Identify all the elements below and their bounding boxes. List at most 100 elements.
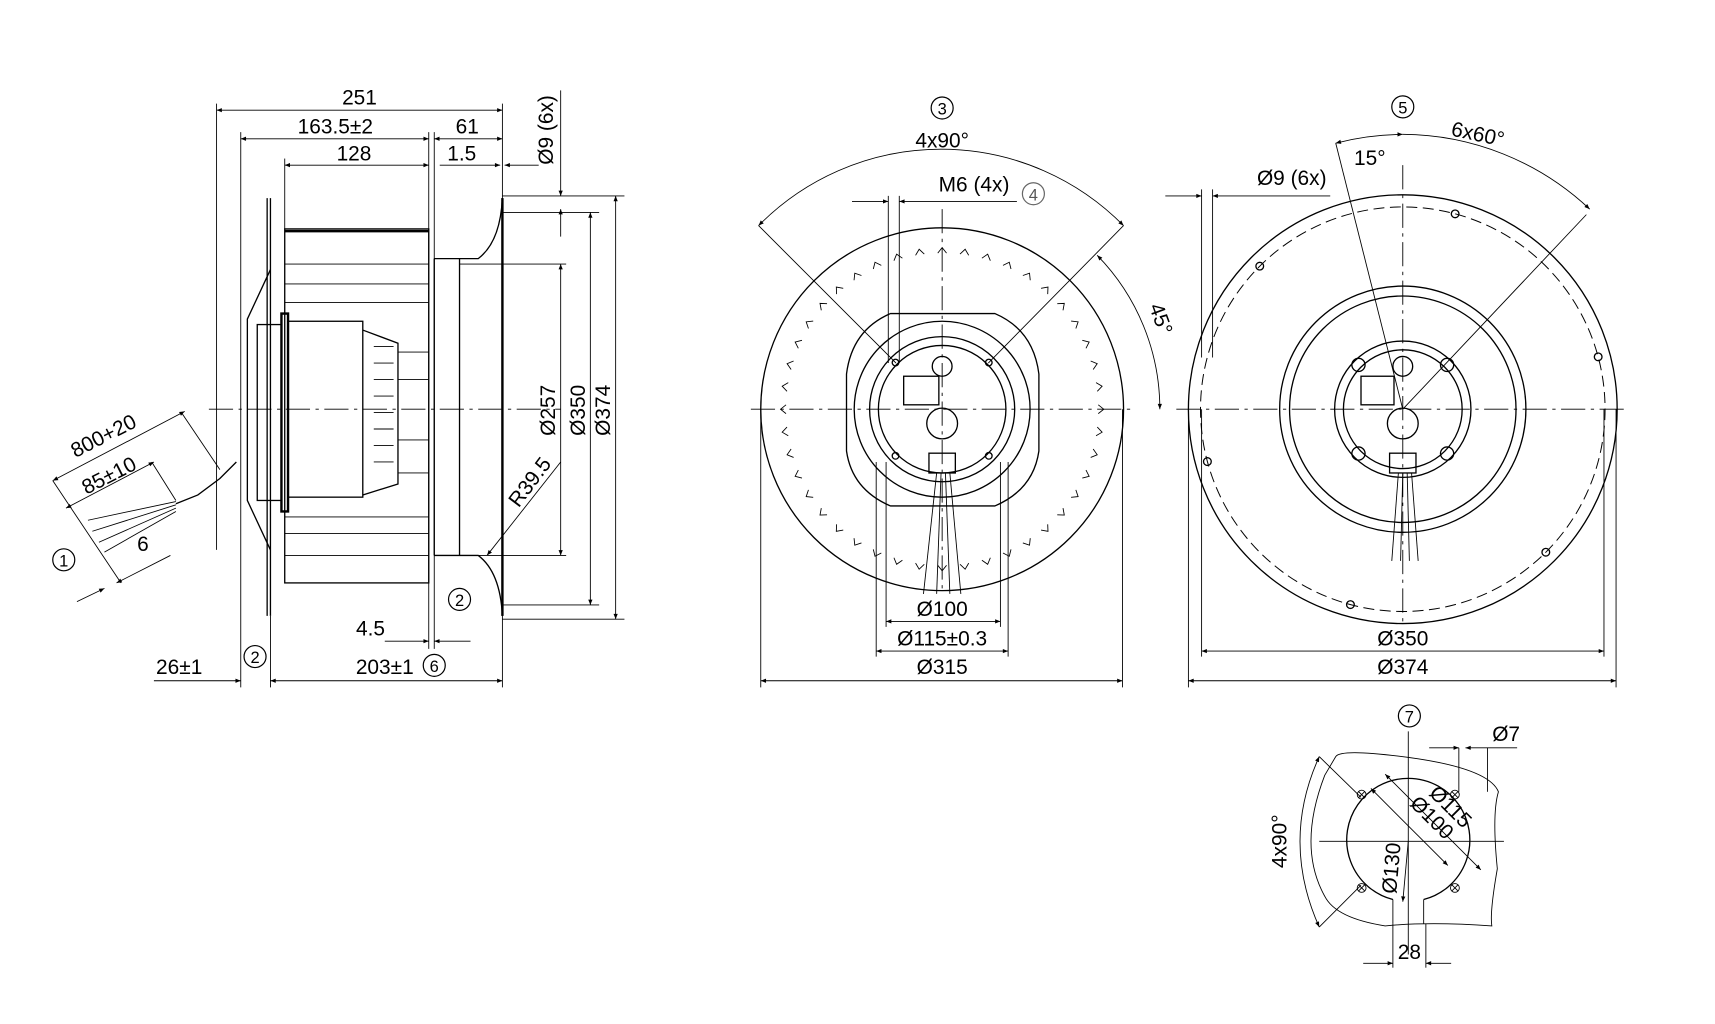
motor-bolt [1439,446,1455,461]
hole-7 [1356,789,1367,800]
angle-60: 6x60° [1449,118,1506,152]
detail-dim-130: Ø130 [1378,842,1405,895]
blade-mark [781,382,789,392]
side-view: 251 163.5±2 61 128 1.5 Ø9 (6x) [52,87,625,688]
front-view: 5 Ø9 (6x) 15° 6x60° Ø350 Ø374 [1165,95,1628,688]
blade-mark [819,302,828,311]
dim-bolt-circle: Ø350 [567,385,590,436]
dim-inlet-ring: 61 [456,115,479,138]
dim-offset: 4.5 [356,618,385,641]
blade-mark [1095,426,1103,437]
blade-mark [786,448,794,458]
hole-7 [1356,883,1367,893]
callout-5: 5 [1391,95,1415,119]
dim-inlet-dia: Ø257 [537,385,560,436]
blade-mark [1002,261,1012,270]
holes-label: Ø9 (6x) [1257,167,1327,190]
dim-strip-length: 85±10 [78,453,140,500]
dim-blade-width: 128 [337,143,372,166]
svg-text:2: 2 [455,592,464,610]
callout-2: 2 [243,644,267,669]
blade-mark [872,549,882,557]
blade-mark [959,248,970,256]
blade-mark [819,508,828,516]
blade-mark [786,360,794,370]
dim-radius: R39.5 [504,453,556,511]
mounting-hole [1450,209,1460,219]
blade-mark [853,272,862,281]
angle-15: 15° [1354,147,1386,170]
svg-text:3: 3 [938,101,947,119]
detail-holes [1356,789,1460,893]
detail-7: 4x90° Ø115 Ø100 Ø130 Ø7 28 7 [1268,704,1520,968]
rear-view: 3 4x90° M6 (4x) 4 45° Ø100 Ø115±0.3 Ø315 [750,96,1177,688]
callout-4: 4 [1021,182,1045,206]
blade-mark [1057,508,1065,516]
dim-backplate: 26±1 [156,656,202,679]
hole-7 [1450,883,1460,893]
callout-3: 3 [930,96,954,120]
dim-outer-dia: Ø374 [592,385,615,436]
thread-label: M6 (4x) [939,174,1010,197]
blade-mark [1071,320,1079,329]
blade-mark [893,253,903,261]
callout-1: 1 [52,548,76,572]
dim-115: Ø115±0.3 [897,628,987,651]
blade-mark [1057,302,1065,311]
dim-impeller-length: 163.5±2 [298,115,373,138]
hole-cross [1451,884,1459,892]
mounting-hole [1593,352,1603,362]
svg-text:4: 4 [1029,186,1038,204]
blade-mark [981,557,991,565]
blade-mark [1090,360,1098,370]
mounting-hole [1202,457,1212,467]
svg-text:7: 7 [1405,709,1414,727]
blade-mark [835,524,844,532]
dim-mount-holes: Ø9 (6x) [535,95,558,165]
mounting-hole [1345,600,1355,610]
dim-374: Ø374 [1377,656,1428,679]
blade-mark [959,562,970,570]
blade-mark [1082,469,1090,479]
blade-mark [981,253,991,261]
blade-mark [893,557,903,565]
blade-mark [794,469,803,479]
motor-bolt [1351,446,1366,461]
svg-text:2: 2 [250,649,259,667]
blade-mark [805,320,814,329]
motor-bolt [1439,357,1455,373]
blade-mark [1022,272,1031,281]
blade-mark [1040,286,1049,295]
dim-350: Ø350 [1377,628,1428,651]
dim-overall-length: 251 [342,87,377,110]
callout-2: 2 [447,587,472,611]
blade-mark [853,538,862,546]
hole-cross [1358,791,1366,799]
detail-angle-label: 4x90° [1268,814,1291,868]
angle-label: 4x90° [915,130,969,153]
detail-dim-28: 28 [1398,941,1421,964]
dim-depth: 203±1 [356,656,414,679]
mounting-hole [1541,547,1551,557]
blade-mark [781,426,789,437]
blade-mark [1040,524,1049,532]
callout-7: 7 [1397,704,1421,728]
blade-mark [835,286,844,295]
motor-bolt [1351,357,1366,373]
blade-mark [1090,448,1098,458]
blade-mark [872,261,882,270]
hole-cross [1358,884,1366,892]
svg-text:5: 5 [1398,99,1407,117]
blade-mark [1002,549,1012,557]
blade-mark [915,248,925,256]
detail-hole-dia: Ø7 [1492,723,1520,746]
blade-mark [794,339,803,349]
blade-mark [915,562,925,570]
svg-text:6: 6 [430,658,439,676]
dim-315: Ø315 [917,656,968,679]
blade-mark [1095,382,1103,392]
blade-mark [1022,538,1031,546]
blade-mark [805,489,814,498]
mounting-holes [1202,209,1603,610]
